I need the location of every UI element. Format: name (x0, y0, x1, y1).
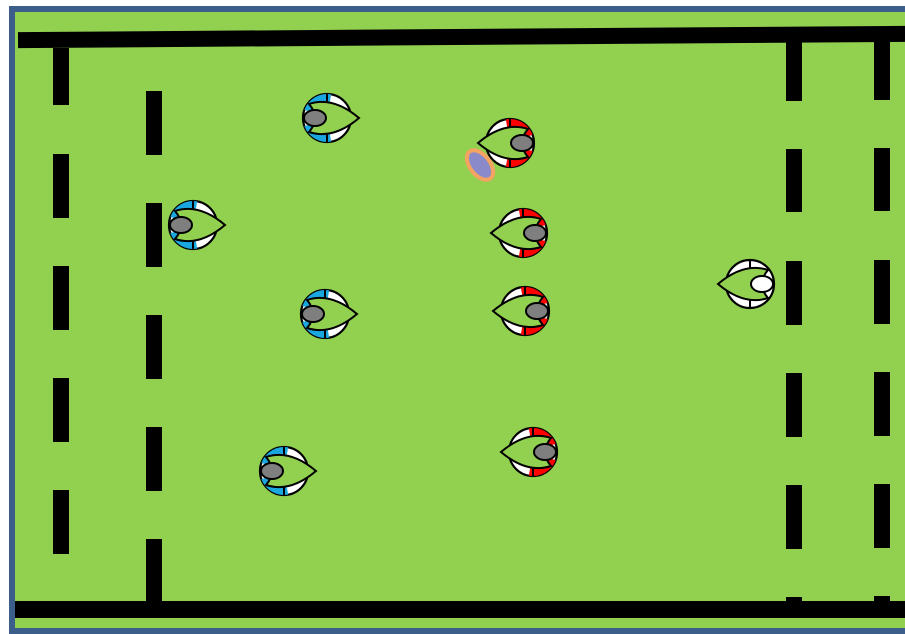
left-dashed-line-1-dash (53, 154, 69, 218)
player-head (524, 225, 546, 241)
player-head (751, 276, 773, 292)
player-head (526, 303, 548, 319)
right-dashed-line-1-dash (786, 42, 802, 101)
right-dashed-line-2-dash (874, 372, 890, 436)
left-dashed-line-1-dash (53, 266, 69, 330)
left-dashed-line-2-dash (146, 203, 162, 267)
bottom-sideline (15, 601, 905, 618)
right-dashed-line-1-dash (786, 149, 802, 212)
right-dashed-line-2-dash (874, 484, 890, 548)
player-head (261, 463, 283, 479)
right-dashed-line-2-dash (874, 42, 890, 100)
right-dashed-line-1-dash (786, 597, 802, 605)
player-head (511, 135, 533, 151)
right-dashed-line-2-dash (874, 148, 890, 211)
player-head (534, 444, 556, 460)
right-dashed-line-1-dash (786, 485, 802, 549)
right-dashed-line-2-dash (874, 260, 890, 324)
right-dashed-line-2-dash (874, 596, 890, 605)
left-dashed-line-2-dash (146, 427, 162, 491)
left-dashed-line-1-dash (53, 490, 69, 554)
right-dashed-line-1-dash (786, 373, 802, 437)
right-dashed-line-1-dash (786, 261, 802, 325)
left-dashed-line-2-dash (146, 91, 162, 155)
player-head (304, 110, 326, 126)
left-dashed-line-2-dash (146, 539, 162, 603)
player-head (170, 217, 192, 233)
player-head (302, 306, 324, 322)
playing-field (12, 9, 905, 631)
left-dashed-line-1-dash (53, 48, 69, 105)
left-dashed-line-1-dash (53, 378, 69, 442)
left-dashed-line-2-dash (146, 315, 162, 379)
